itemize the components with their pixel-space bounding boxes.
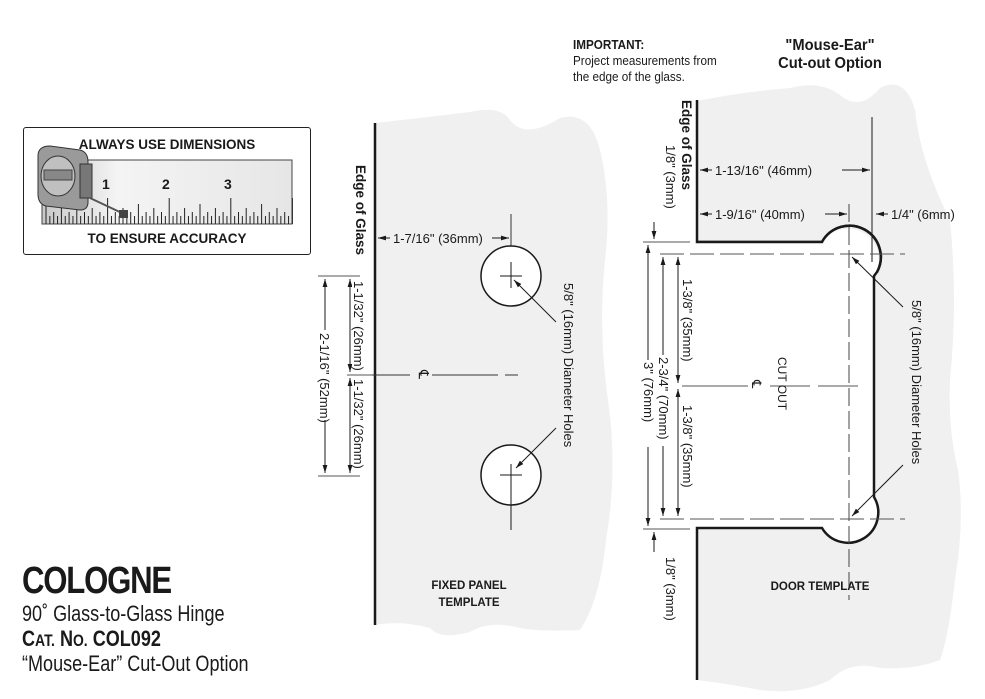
- catalog-number-line: CAT. NO. COL092: [22, 628, 249, 650]
- mouse-ear-title-line-2: Cut-out Option: [778, 55, 882, 72]
- door-bottom-gap-dim: 1/8" (3mm): [663, 557, 678, 621]
- fixed-upper-dim: 1-1/32" (26mm): [351, 281, 366, 371]
- fixed-total-dim: 2-1/16" (52mm): [317, 333, 332, 423]
- cat-at: AT.: [35, 631, 55, 650]
- door-outer-dim: 1-13/16" (46mm): [715, 163, 812, 178]
- door-lower-dim: 1-3/8" (35mm): [680, 405, 695, 488]
- product-info: COLOGNE 90˚ Glass-to-Glass Hinge CAT. NO…: [22, 562, 298, 675]
- badge-bottom-text: TO ENSURE ACCURACY: [87, 231, 247, 246]
- fixed-hole-label: 5/8" (16mm) Diameter Holes: [561, 283, 576, 448]
- door-edge-label: Edge of Glass: [679, 100, 694, 190]
- door-hole-label: 5/8" (16mm) Diameter Holes: [909, 300, 924, 465]
- product-subtitle: 90˚ Glass-to-Glass Hinge: [22, 601, 225, 626]
- important-line-2: the edge of the glass.: [573, 69, 685, 84]
- important-note: IMPORTANT: Project measurements from the…: [573, 37, 717, 85]
- door-ear-dim: 1/4" (6mm): [891, 207, 955, 222]
- fixed-template-label-1: FIXED PANEL: [431, 580, 506, 592]
- ruler-number: 1: [102, 176, 110, 192]
- fixed-edge-label: Edge of Glass: [353, 165, 368, 255]
- door-cutout-label: CUT OUT: [775, 357, 789, 411]
- product-name: COLOGNE: [22, 560, 172, 602]
- ruler-number: 2: [162, 176, 170, 192]
- fixed-panel-glass: [375, 109, 613, 636]
- ruler-number: 3: [224, 176, 232, 192]
- tape-measure-badge: ALWAYS USE DIMENSIONS 1 2 3 TO ENSURE AC…: [23, 127, 311, 255]
- door-total-dim: 3" (76mm): [641, 362, 656, 422]
- cat-c: C: [22, 626, 36, 651]
- tape-case-icon: [37, 145, 128, 218]
- product-option: “Mouse-Ear” Cut-Out Option: [22, 651, 249, 676]
- mouse-ear-title-line-1: "Mouse-Ear": [785, 37, 875, 54]
- door-center-dim: 1-9/16" (40mm): [715, 207, 805, 222]
- important-line-1: Project measurements from: [573, 53, 717, 68]
- mouse-ear-title: "Mouse-Ear" Cut-out Option: [766, 37, 895, 73]
- door-upper-dim: 1-3/8" (35mm): [680, 279, 695, 362]
- door-template-label: DOOR TEMPLATE: [771, 581, 870, 593]
- fixed-lower-dim: 1-1/32" (26mm): [351, 379, 366, 469]
- fixed-template-label-2: TEMPLATE: [438, 597, 499, 609]
- badge-top-text: ALWAYS USE DIMENSIONS: [78, 137, 256, 152]
- door-mid-total-dim: 2-3/4" (70mm): [656, 357, 671, 440]
- fixed-horizontal-dim: 1-7/16" (36mm): [393, 231, 483, 246]
- cat-n: N: [59, 626, 73, 651]
- door-centerline-symbol: ℄: [749, 379, 764, 389]
- cat-o: O.: [72, 631, 88, 650]
- door-top-gap-dim: 1/8" (3mm): [663, 145, 678, 209]
- tape-measure-icon: 1 2 3: [37, 145, 293, 225]
- important-heading: IMPORTANT:: [573, 37, 645, 52]
- catalog-number: COL092: [92, 626, 161, 651]
- fixed-centerline-symbol: ℄: [416, 369, 432, 379]
